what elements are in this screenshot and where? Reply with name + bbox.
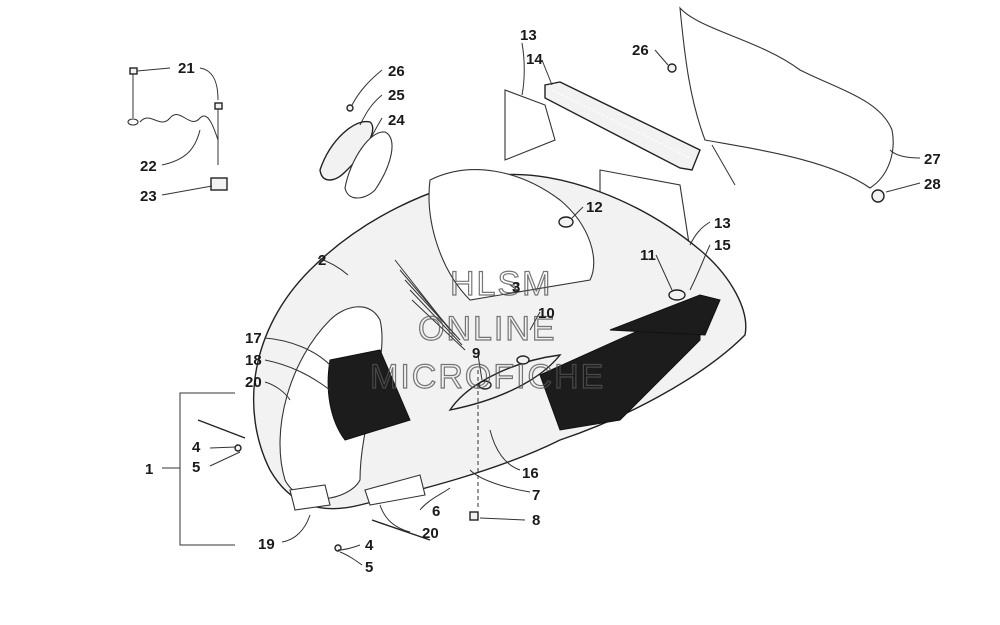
callout-14: 14 xyxy=(526,51,543,68)
windshield-grommet xyxy=(871,189,885,203)
callout-12: 12 xyxy=(586,199,603,216)
callout-5b: 5 xyxy=(365,559,373,576)
callout-15: 15 xyxy=(714,237,731,254)
callout-11: 11 xyxy=(640,247,656,264)
callout-3: 3 xyxy=(512,279,520,296)
callout-4a: 4 xyxy=(192,439,201,456)
callout-18: 18 xyxy=(245,352,262,369)
callout-2: 2 xyxy=(318,252,326,269)
callout-21: 21 xyxy=(178,60,195,77)
decals xyxy=(327,294,721,441)
fasteners xyxy=(478,216,686,390)
watermark-line-3: MICROFICHE xyxy=(370,358,605,396)
callout-28: 28 xyxy=(924,176,941,193)
pins-and-clips xyxy=(197,370,479,552)
group-bracket xyxy=(179,392,235,546)
callout-22: 22 xyxy=(140,158,157,175)
watermark-line-2: ONLINE xyxy=(418,310,557,348)
callout-8: 8 xyxy=(532,512,540,529)
mirror-assembly xyxy=(319,104,393,199)
callout-26a: 26 xyxy=(388,63,405,80)
headlights xyxy=(289,474,426,511)
intake-vents xyxy=(394,259,466,351)
callout-19: 19 xyxy=(258,536,275,553)
watermark-line-1: HLSM xyxy=(450,265,552,303)
callout-26b: 26 xyxy=(632,42,649,59)
callout-16: 16 xyxy=(522,465,539,482)
callout-24: 24 xyxy=(388,112,405,129)
callout-6: 6 xyxy=(432,503,440,520)
callout-10: 10 xyxy=(538,305,555,322)
callout-1: 1 xyxy=(145,461,153,478)
callouts: 1 2 3 4 4 5 5 6 7 8 9 10 11 12 13 13 14 … xyxy=(140,27,941,576)
callout-5a: 5 xyxy=(192,459,200,476)
leader-lines xyxy=(136,42,921,566)
callout-7: 7 xyxy=(532,487,540,504)
callout-13a: 13 xyxy=(520,27,537,44)
callout-25: 25 xyxy=(388,87,405,104)
callout-9: 9 xyxy=(472,345,480,362)
callout-20b: 20 xyxy=(422,525,439,542)
callout-20a: 20 xyxy=(245,374,262,391)
callout-17: 17 xyxy=(245,330,262,347)
callout-27: 27 xyxy=(924,151,941,168)
callout-4b: 4 xyxy=(365,537,374,554)
watermark: HLSM ONLINE MICROFICHE xyxy=(369,264,605,396)
windshield xyxy=(667,6,894,203)
visor-strip xyxy=(544,81,701,171)
callout-13b: 13 xyxy=(714,215,731,232)
callout-23: 23 xyxy=(140,188,157,205)
